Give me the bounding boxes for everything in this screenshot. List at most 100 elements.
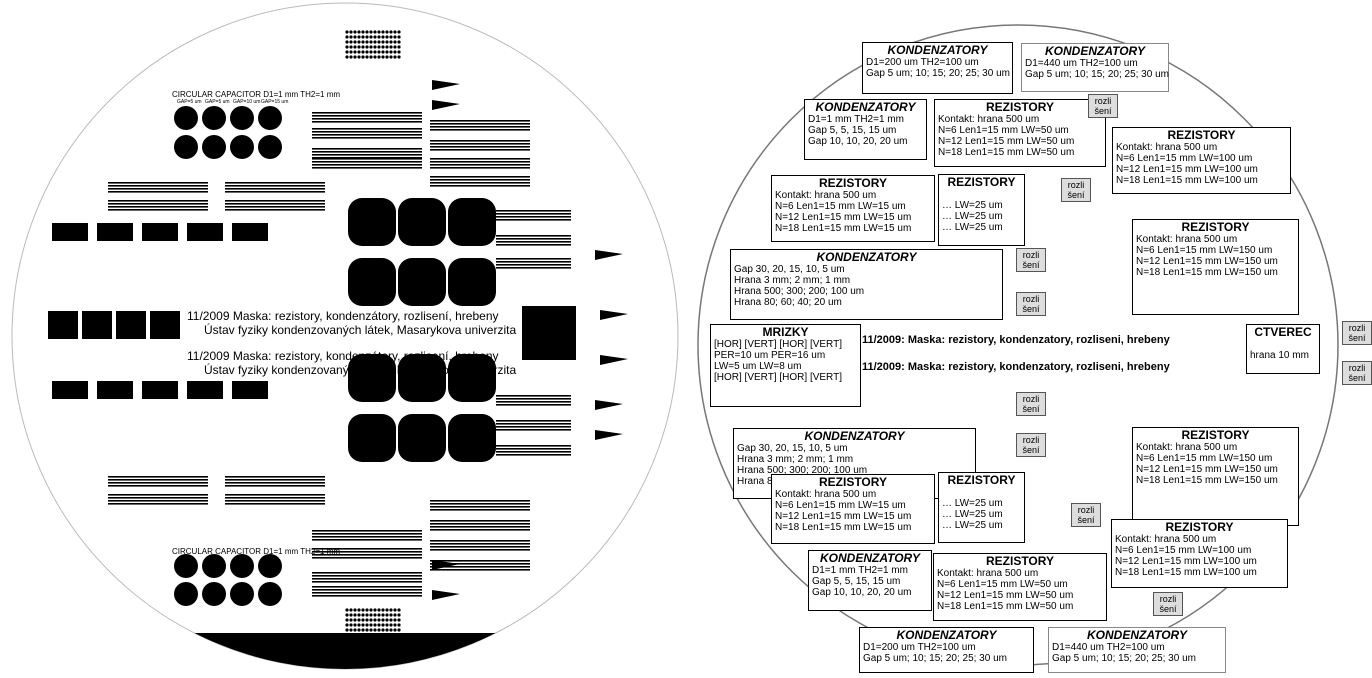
- resistor-line: [225, 497, 325, 499]
- mask-subtitle-1: Ústav fyziky kondenzovaných látek, Masar…: [204, 323, 517, 337]
- legend-box-title: KONDENZATORY: [1086, 628, 1187, 642]
- resistor-line: [430, 123, 530, 125]
- resistor-line: [312, 167, 422, 169]
- dot-array-point: [353, 633, 357, 637]
- legend-box-line: N=6 Len1=15 mm LW=150 um: [1136, 453, 1273, 464]
- circular-capacitor: [258, 106, 282, 130]
- dot-array-point: [377, 35, 381, 39]
- dot-array-point: [345, 45, 349, 49]
- rozliseni-marker-text: šení: [1077, 515, 1095, 525]
- legend-box-title: CTVEREC: [1254, 325, 1312, 339]
- resistor-line: [312, 557, 422, 559]
- resistor-line: [430, 158, 530, 160]
- resistor-line: [108, 203, 208, 205]
- mask-patterns: [48, 30, 628, 637]
- resistor-line: [225, 500, 325, 502]
- resistor-line: [430, 566, 530, 568]
- square-capacitor: [232, 381, 268, 399]
- square-capacitor: [52, 223, 88, 241]
- resistor-line: [496, 235, 571, 237]
- dot-array-point: [357, 633, 361, 637]
- resistor-line: [496, 404, 571, 406]
- resistor-line: [312, 536, 422, 538]
- resistor-line: [430, 500, 530, 502]
- dot-array-point: [389, 30, 393, 34]
- resistor-line: [430, 129, 530, 131]
- dot-array-point: [365, 608, 369, 612]
- dot-array-point: [365, 623, 369, 627]
- resistor-line: [108, 482, 208, 484]
- resistor-line: [225, 200, 325, 202]
- dot-array-point: [377, 623, 381, 627]
- circular-capacitor-label-bottom: CIRCULAR CAPACITOR D1=1 mm TH2=1 mm: [172, 547, 341, 556]
- circular-capacitor: [230, 554, 254, 578]
- circular-capacitor: [174, 106, 198, 130]
- legend-box-title: KONDENZATORY: [804, 429, 905, 443]
- dot-array-point: [365, 30, 369, 34]
- dot-array-point: [349, 40, 353, 44]
- dot-array-point: [353, 40, 357, 44]
- legend-box-line: N=6 Len1=15 mm LW=100 um: [1115, 545, 1252, 556]
- resistor-line: [496, 241, 571, 243]
- dot-array-point: [377, 608, 381, 612]
- legend-box-line: Kontakt: hrana 500 um: [938, 114, 1040, 125]
- resistor-line: [312, 134, 422, 136]
- circular-capacitor: [258, 135, 282, 159]
- resistor-line: [430, 526, 530, 528]
- resistor-line: [430, 179, 530, 181]
- square-capacitor: [187, 381, 223, 399]
- legend-box-title: REZISTORY: [818, 475, 887, 489]
- dot-array-point: [397, 628, 401, 632]
- legend-box-line: … LW=25 um: [942, 211, 1003, 222]
- legend-box-title: MRIZKY: [762, 325, 809, 339]
- legend-box-title: REZISTORY: [985, 554, 1054, 568]
- resistor-line: [430, 146, 530, 148]
- resistor-line: [430, 563, 530, 565]
- resistor-line: [108, 497, 208, 499]
- dot-array-point: [357, 628, 361, 632]
- dot-array-point: [385, 35, 389, 39]
- dot-array-point: [369, 613, 373, 617]
- dot-array-point: [385, 633, 389, 637]
- legend-box-line: LW=5 um LW=8 um: [714, 361, 802, 372]
- resistor-line: [430, 164, 530, 166]
- dot-array-point: [369, 35, 373, 39]
- dot-array-point: [349, 618, 353, 622]
- dot-array-point: [365, 633, 369, 637]
- dot-array-point: [345, 35, 349, 39]
- dot-array-point: [377, 50, 381, 54]
- legend-box-line: N=18 Len1=15 mm LW=150 um: [1136, 267, 1278, 278]
- resolution-wedge: [595, 400, 623, 410]
- dot-array-point: [393, 623, 397, 627]
- dot-array-point: [349, 633, 353, 637]
- dot-array-point: [381, 623, 385, 627]
- dot-array-point: [381, 55, 385, 59]
- resistor-line: [430, 161, 530, 163]
- dot-array-point: [389, 40, 393, 44]
- resistor-line: [312, 533, 422, 535]
- dot-array-point: [357, 55, 361, 59]
- resistor-line: [108, 188, 208, 190]
- dot-array-point: [369, 30, 373, 34]
- dot-array-point: [357, 623, 361, 627]
- dot-array-point: [345, 30, 349, 34]
- dot-array-point: [353, 628, 357, 632]
- large-capacitor: [448, 414, 496, 462]
- dot-array-point: [389, 633, 393, 637]
- resolution-wedge: [595, 250, 623, 260]
- dot-array-point: [361, 613, 365, 617]
- legend-box-line: … LW=25 um: [942, 509, 1003, 520]
- layout-header-1: 11/2009: Maska: rezistory, kondenzatory,…: [862, 334, 1170, 346]
- resistor-line: [108, 209, 208, 211]
- legend-box-title: KONDENZATORY: [896, 628, 997, 642]
- resistor-line: [430, 520, 530, 522]
- resolution-wedge: [595, 430, 623, 440]
- resistor-line: [430, 509, 530, 511]
- legend-box: CTVEREC hrana 10 mm: [1246, 324, 1320, 374]
- dot-array-point: [361, 618, 365, 622]
- legend-box-line: Gap 5, 5, 15, 15 um: [812, 576, 901, 587]
